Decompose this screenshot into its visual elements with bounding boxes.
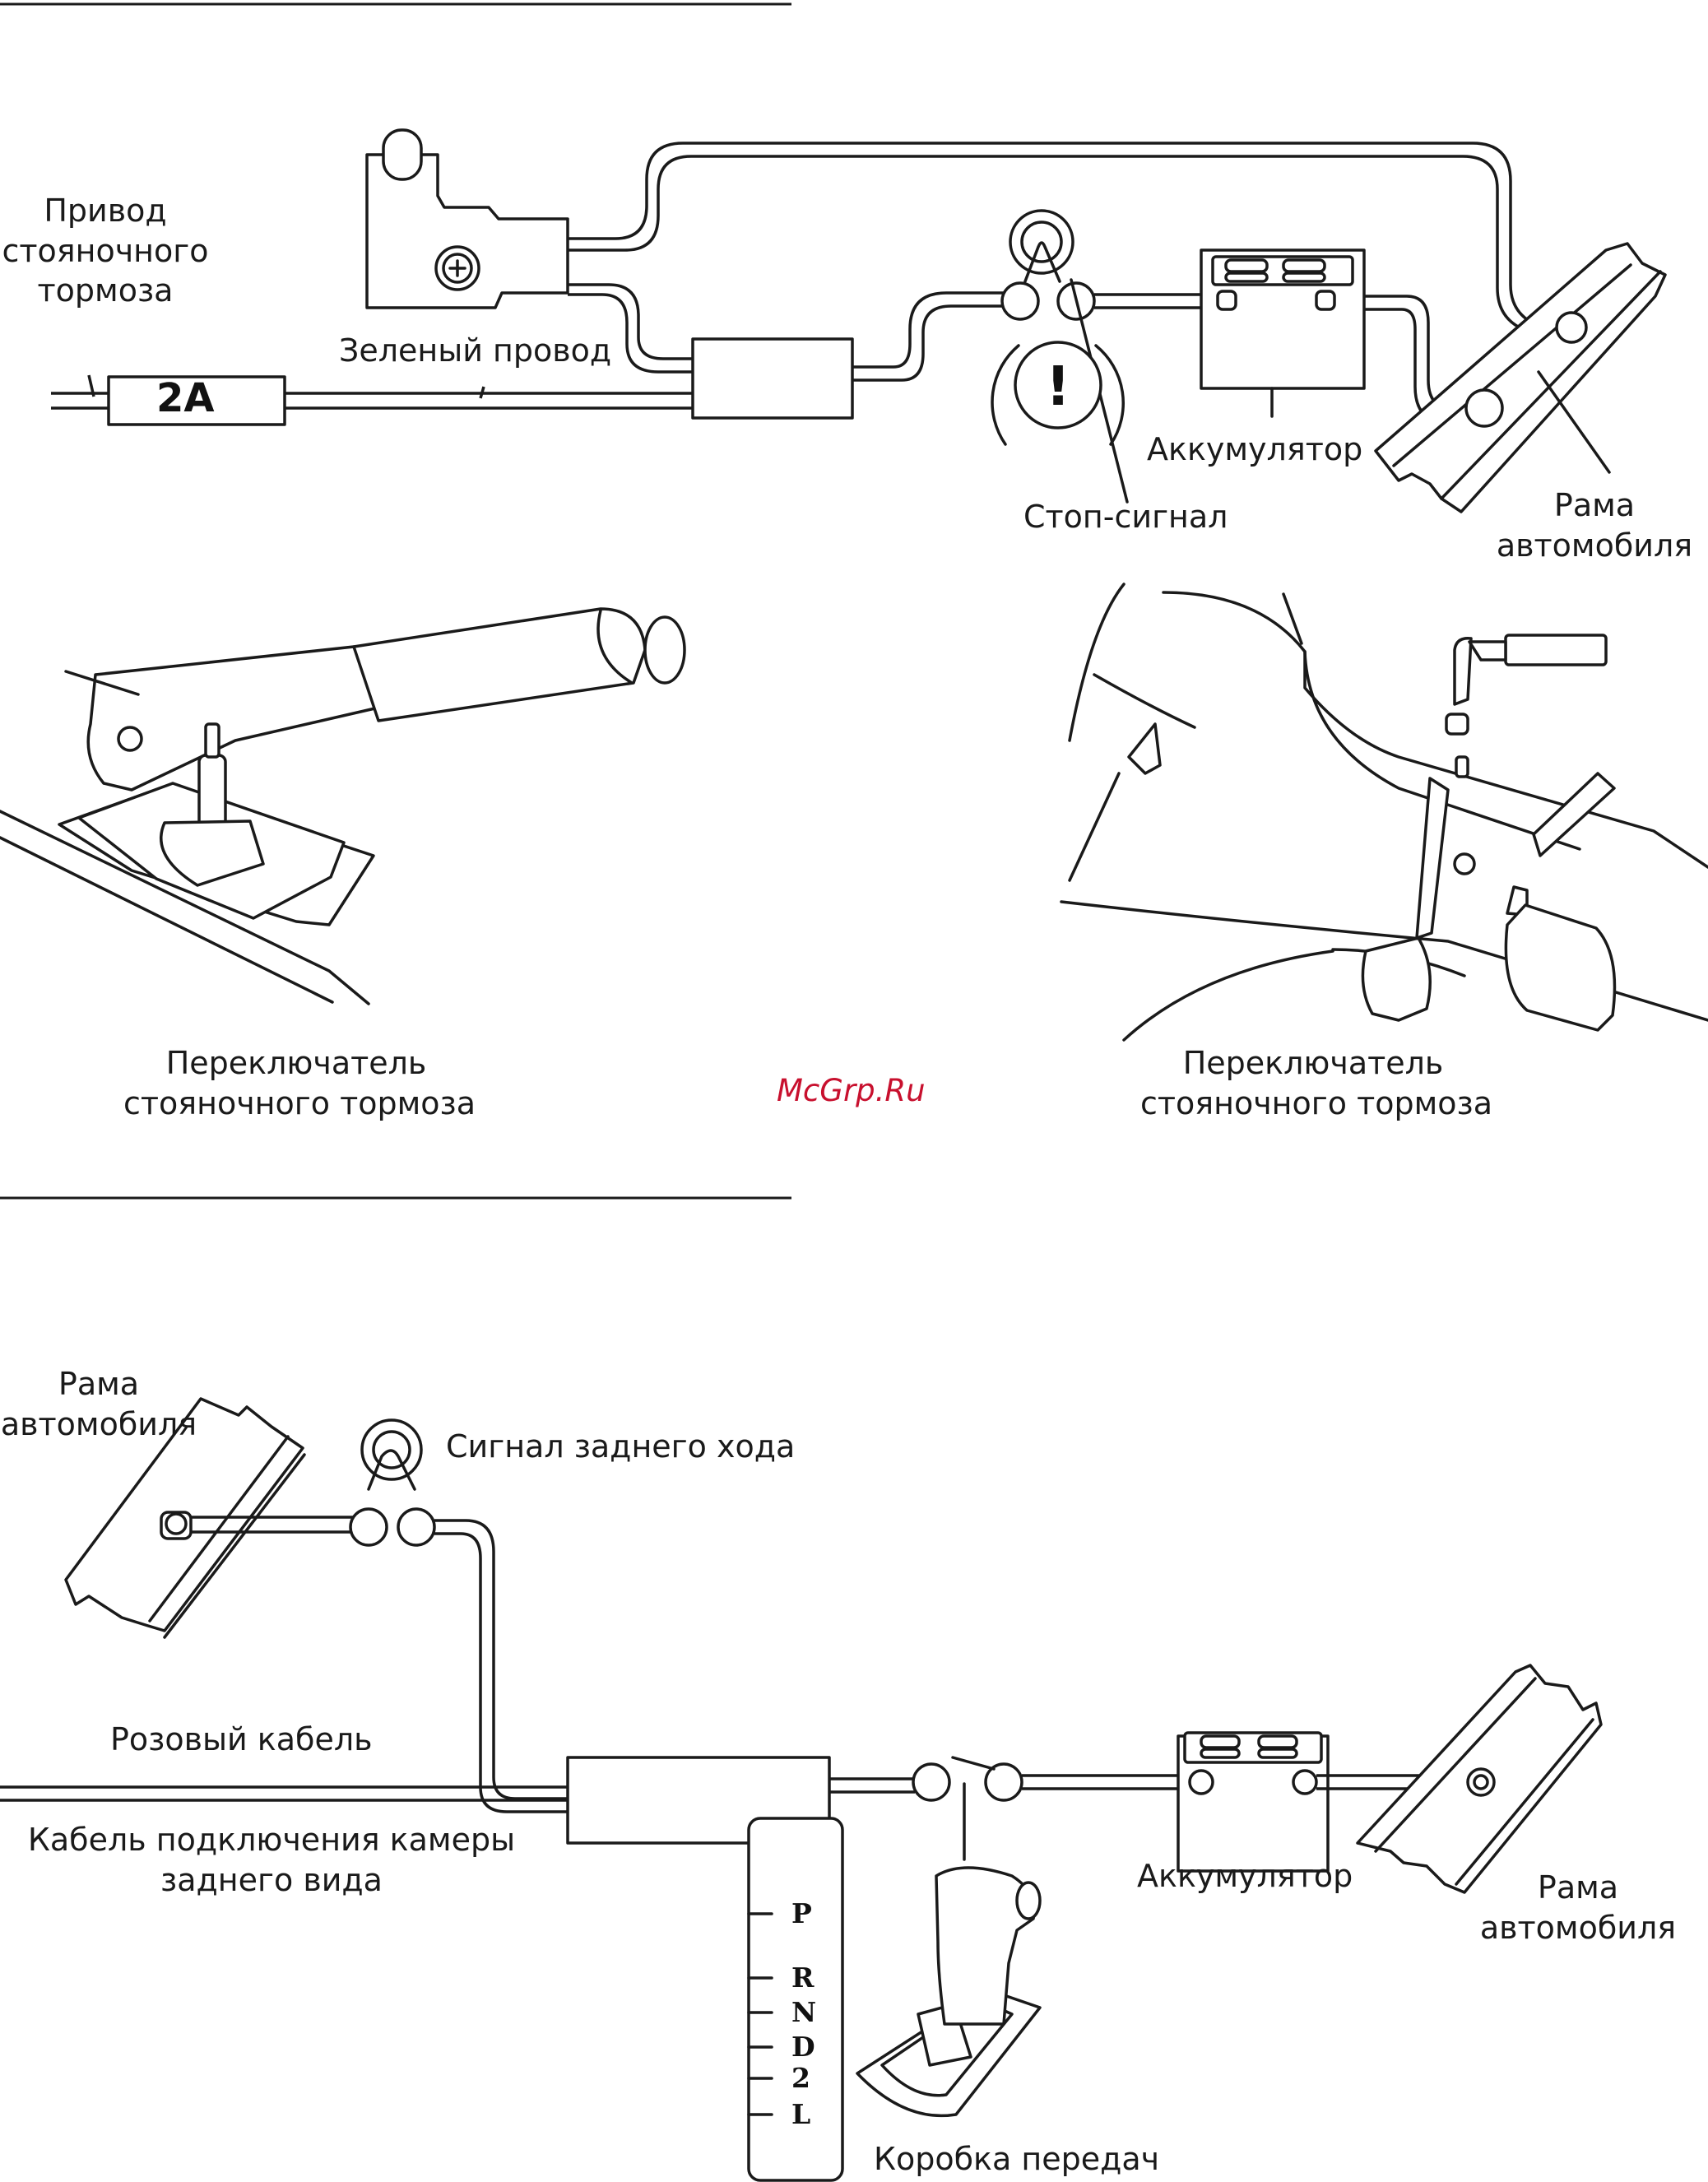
camera-cable-label-line-1: Кабель подключения камеры bbox=[27, 1822, 516, 1858]
vehicle-frame-right bbox=[1356, 1664, 1603, 1894]
actuator-label: Привод стояночного тормоза bbox=[0, 191, 211, 311]
gearbox-label: Коробка передач bbox=[874, 2141, 1160, 2177]
battery-label-bottom: Аккумулятор bbox=[1137, 1858, 1353, 1894]
gear-position-p: P bbox=[791, 1897, 812, 1929]
hand-brake-lever-illustration bbox=[0, 607, 686, 1005]
frame-label-left: Рама автомобиля bbox=[0, 1364, 197, 1444]
fuse-rating: 2A bbox=[156, 375, 215, 421]
gear-shifter-illustration bbox=[856, 1866, 1042, 2118]
actuator-label-line-3: тормоза bbox=[37, 272, 174, 309]
frame-label-right-line-2: автомобиля bbox=[1479, 1909, 1677, 1946]
reverse-signal-lamp bbox=[349, 1418, 568, 1813]
vehicle-frame-top bbox=[1374, 242, 1667, 513]
hand-lever-caption-line-2: стояночного тормоза bbox=[123, 1084, 476, 1121]
foot-brake-pedal-illustration bbox=[1060, 583, 1708, 1042]
hand-lever-caption: Переключатель стояночного тормоза bbox=[123, 1043, 476, 1123]
fuse-wire bbox=[51, 374, 693, 410]
camera-cable-label-line-2: заднего вида bbox=[160, 1861, 383, 1898]
stop-signal-label: Стоп-сигнал bbox=[1023, 499, 1228, 535]
gear-indicator-panel bbox=[747, 1817, 844, 2182]
foot-pedal-caption: Переключатель стояночного тормоза bbox=[1140, 1043, 1492, 1123]
gear-position-l: L bbox=[791, 2098, 811, 2130]
actuator-label-line-1: Привод bbox=[44, 193, 167, 229]
relay-box bbox=[691, 337, 854, 420]
reverse-switch bbox=[912, 1756, 1188, 1861]
gear-position-d: D bbox=[791, 2031, 815, 2063]
hand-lever-caption-line-1: Переключатель bbox=[165, 1045, 427, 1081]
green-wire-label: Зеленый провод bbox=[339, 332, 612, 369]
warning-lamp-icon bbox=[991, 341, 1125, 446]
frame-label-right: Рама автомобиля bbox=[1464, 1868, 1692, 1948]
brake-actuator-module bbox=[365, 128, 569, 309]
frame-label-left-line-1: Рама bbox=[58, 1366, 140, 1402]
relay-box-bottom bbox=[566, 1756, 831, 1845]
foot-pedal-caption-line-1: Переключатель bbox=[1182, 1045, 1444, 1081]
module-wires bbox=[568, 142, 1564, 374]
gear-position-n: N bbox=[791, 1996, 817, 2028]
camera-and-pink-cables bbox=[0, 1785, 568, 1802]
stop-signal-lamp bbox=[1000, 209, 1201, 504]
frame-label-top-line-1: Рама bbox=[1553, 487, 1636, 523]
battery-top bbox=[1200, 248, 1366, 418]
gear-position-2: 2 bbox=[791, 2062, 810, 2094]
battery-label-top: Аккумулятор bbox=[1147, 431, 1363, 467]
camera-cable-label: Кабель подключения камеры заднего вида bbox=[0, 1820, 543, 1900]
reverse-signal-label: Сигнал заднего хода bbox=[446, 1428, 796, 1465]
foot-pedal-caption-line-2: стояночного тормоза bbox=[1140, 1084, 1492, 1121]
battery-bottom bbox=[1177, 1731, 1473, 1873]
fuse bbox=[107, 375, 286, 426]
frame-label-top: Рама автомобиля bbox=[1481, 485, 1708, 565]
frame-label-right-line-1: Рама bbox=[1537, 1869, 1619, 1906]
warning-lamp-symbol: ! bbox=[1046, 355, 1070, 418]
vehicle-frame-left bbox=[64, 1397, 354, 1639]
gear-position-r: R bbox=[791, 1961, 815, 1994]
frame-label-top-line-2: автомобиля bbox=[1496, 527, 1693, 564]
relay-to-stop-wires bbox=[852, 291, 1005, 382]
frame-label-left-line-2: автомобиля bbox=[0, 1405, 197, 1442]
watermark: McGrp.Ru bbox=[777, 1073, 926, 1108]
relay-to-switch-wire bbox=[829, 1777, 915, 1794]
pink-cable-label: Розовый кабель bbox=[110, 1721, 373, 1757]
actuator-label-line-2: стояночного bbox=[2, 232, 209, 269]
